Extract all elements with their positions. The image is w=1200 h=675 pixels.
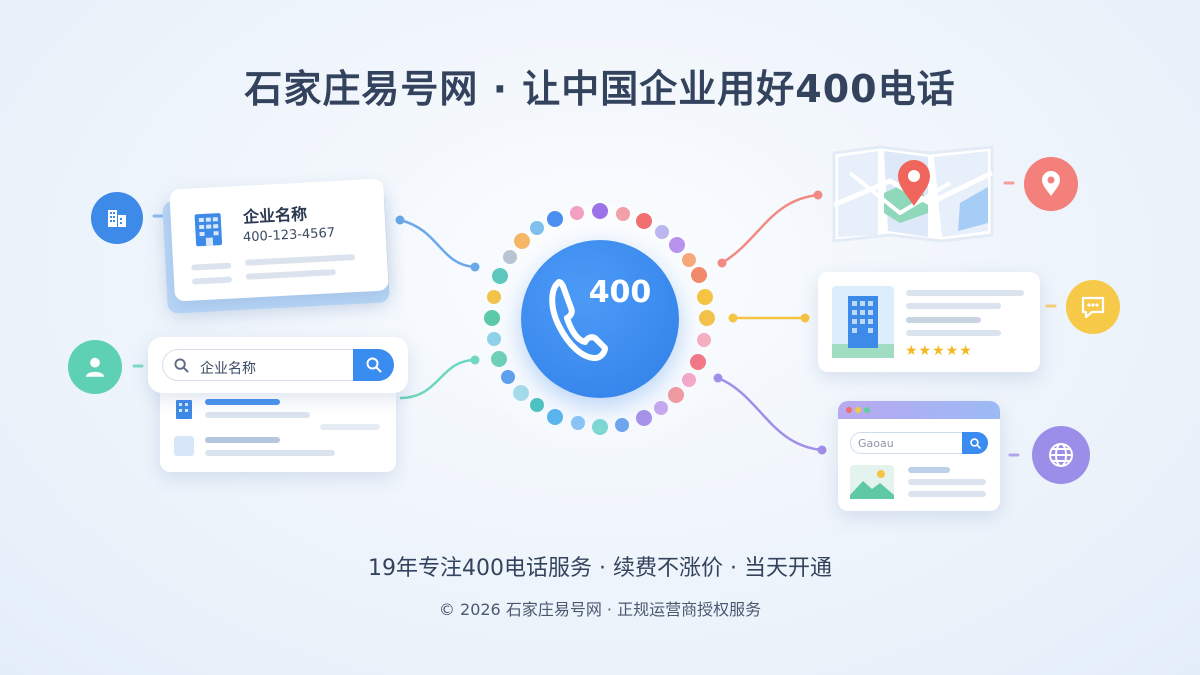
location-pin-icon xyxy=(1024,157,1078,211)
browser-window xyxy=(838,401,1000,511)
search-button[interactable] xyxy=(353,349,394,381)
phone-icon xyxy=(547,272,609,370)
browser-text-bar xyxy=(908,467,950,473)
search-button-icon xyxy=(366,357,381,373)
review-text-bar xyxy=(906,317,981,323)
result-text-bar xyxy=(205,412,310,418)
result-placeholder-icon xyxy=(174,436,194,456)
review-text-bar xyxy=(906,303,1001,309)
result-title-bar xyxy=(205,399,280,405)
review-card xyxy=(818,272,1040,372)
chat-icon xyxy=(1066,280,1120,334)
result-building-icon xyxy=(174,398,194,424)
search-results-panel xyxy=(160,382,396,472)
building-icon xyxy=(91,192,143,244)
business-card xyxy=(169,178,389,302)
image-placeholder-icon xyxy=(850,465,894,499)
globe-icon xyxy=(1032,426,1090,484)
business-card-building-icon xyxy=(190,211,226,253)
page-title: 石家庄易号网 · 让中国企业用好400电话 xyxy=(244,67,956,111)
result-text-bar xyxy=(205,450,335,456)
search-icon xyxy=(969,437,981,449)
search-icon xyxy=(174,358,189,377)
review-building-image xyxy=(832,286,894,358)
result-title-bar xyxy=(205,437,280,443)
window-dot-icon xyxy=(855,407,861,413)
window-dot-icon xyxy=(846,407,852,413)
footer-copyright: © 2026 石家庄易号网 · 正规运营商授权服务 xyxy=(438,600,762,619)
browser-text-bar xyxy=(908,491,986,497)
review-text-bar xyxy=(906,330,1001,336)
user-icon xyxy=(68,340,122,394)
tagline: 19年专注400电话服务 · 续费不涨价 · 当天开通 xyxy=(368,556,832,581)
review-text-bar xyxy=(906,290,1024,296)
browser-titlebar xyxy=(838,401,1000,419)
hub-circle xyxy=(521,240,679,398)
browser-search-button[interactable] xyxy=(962,432,988,454)
result-text-bar xyxy=(320,424,380,430)
search-query-text: 企业名称 xyxy=(200,361,256,377)
browser-text-bar xyxy=(908,479,986,485)
hub-number: 400 xyxy=(588,275,652,310)
rating-stars: ★★★★★ xyxy=(905,343,973,359)
window-dot-icon xyxy=(864,407,870,413)
browser-search-text: Gaoau xyxy=(858,437,894,450)
location-pin-marker-icon xyxy=(896,158,932,212)
